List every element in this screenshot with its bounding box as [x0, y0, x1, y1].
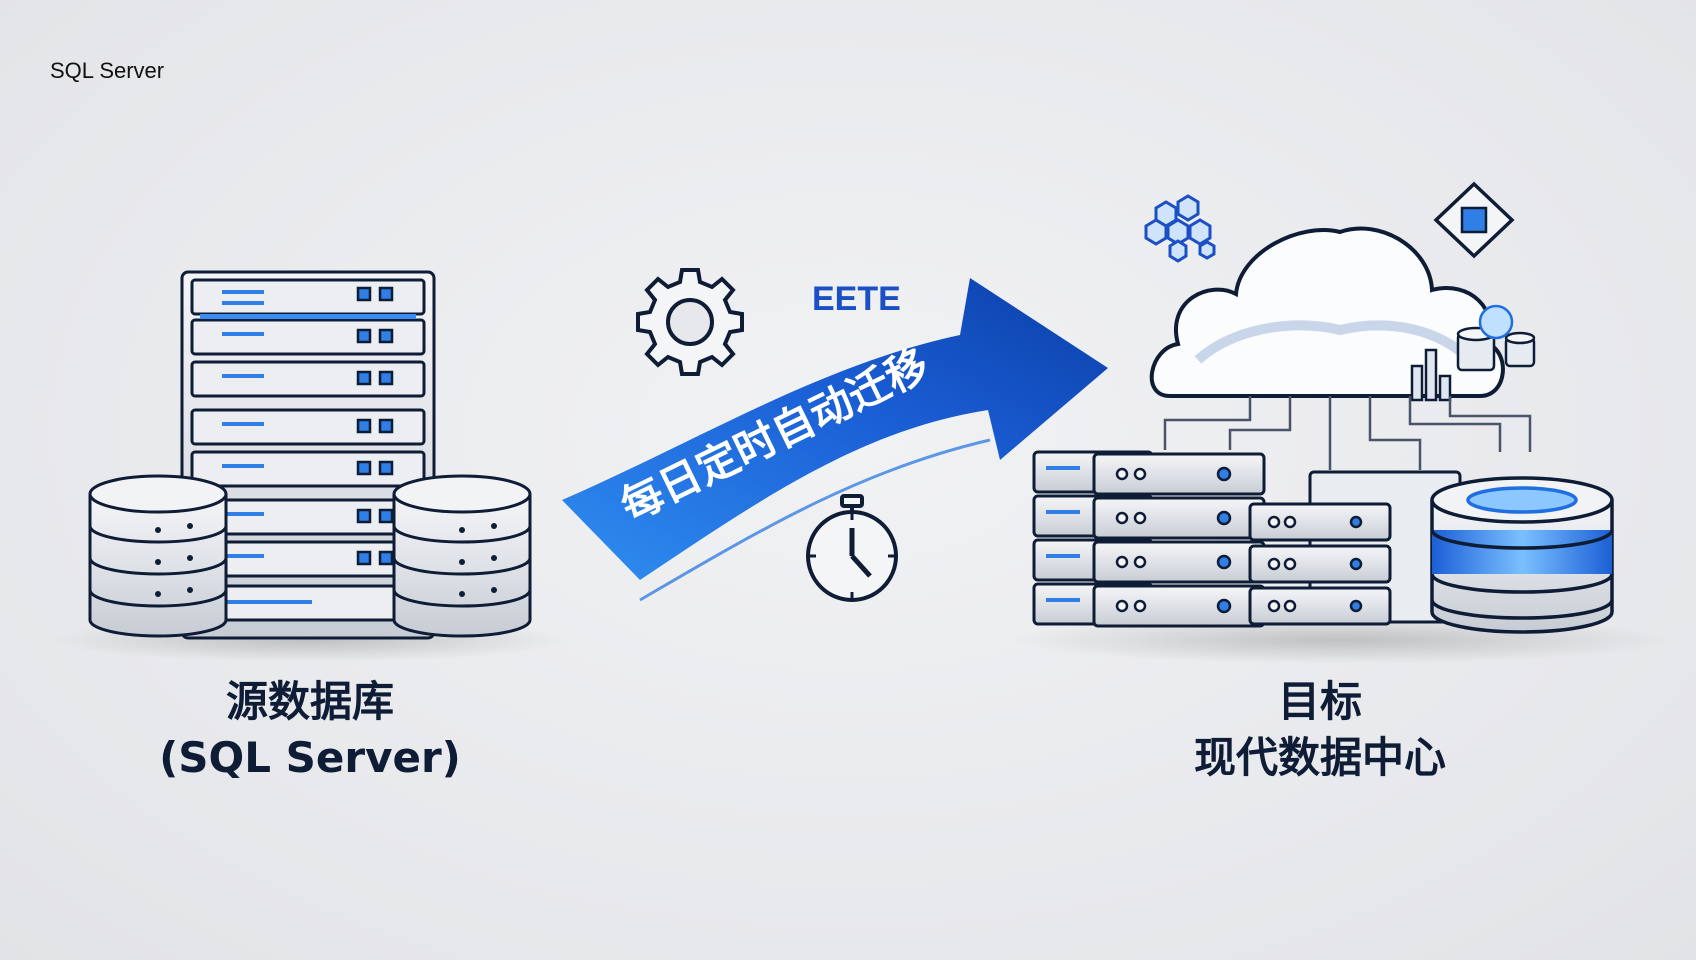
corner-title: SQL Server [50, 58, 165, 83]
source-subtitle: (SQL Server) [159, 733, 461, 782]
mini-database-icon [1456, 304, 1536, 372]
diamond-icon [1433, 181, 1515, 259]
stopwatch-icon [806, 494, 898, 602]
gear-icon [636, 268, 744, 376]
server-rack-icon [180, 270, 436, 640]
migration-tag: EETE [812, 280, 901, 318]
server-rack-icon [1248, 470, 1462, 626]
database-icon [88, 474, 228, 638]
hexagon-cluster-icon [1144, 194, 1216, 263]
server-rack-icon [1092, 452, 1266, 628]
bar-chart-icon [1410, 348, 1452, 402]
source-title: 源数据库 [225, 677, 394, 726]
database-icon [1430, 476, 1614, 634]
source-database-group [50, 270, 570, 662]
target-title: 目标 [1277, 677, 1362, 726]
network-connectors [1163, 396, 1532, 470]
target-datacenter-group [1010, 181, 1670, 664]
target-caption: 目标 现代数据中心 [1120, 674, 1520, 786]
cloud-icon [1149, 226, 1505, 398]
source-caption: 源数据库 (SQL Server) [120, 674, 500, 786]
database-icon [392, 474, 532, 638]
target-subtitle: 现代数据中心 [1193, 733, 1446, 782]
